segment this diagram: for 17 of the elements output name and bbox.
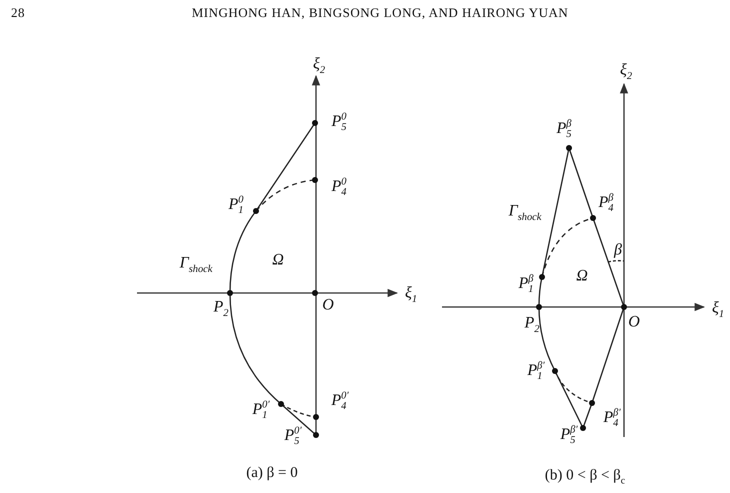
subfigure-caption: (b) 0 < β < β$_{c}$ bbox=[544, 466, 626, 488]
curve-label: Γ$_{shock}$ bbox=[180, 254, 212, 276]
point-label: P$_{2}$ bbox=[214, 298, 228, 320]
axis-label: ξ$_{1}$ bbox=[712, 298, 724, 322]
angle-label: β bbox=[614, 240, 622, 260]
axis-label: ξ$_{1}$ bbox=[404, 284, 418, 306]
point-label: P$_{2}$ bbox=[524, 314, 540, 336]
point-label: O bbox=[628, 312, 640, 332]
axis-label: ξ$_{2}$ bbox=[620, 60, 632, 84]
point-label: O bbox=[322, 295, 334, 315]
curve-label: Γ$_{shock}$ bbox=[508, 202, 542, 224]
subfigure-caption: (a) β = 0 bbox=[246, 464, 298, 482]
region-label: Ω bbox=[272, 250, 284, 270]
page-number: 28 bbox=[11, 5, 25, 21]
axis-label: ξ$_{2}$ bbox=[312, 54, 326, 78]
running-header: MINGHONG HAN, BINGSONG LONG, AND HAIRONG YUAN bbox=[192, 5, 568, 21]
region-label: Ω bbox=[576, 266, 588, 286]
